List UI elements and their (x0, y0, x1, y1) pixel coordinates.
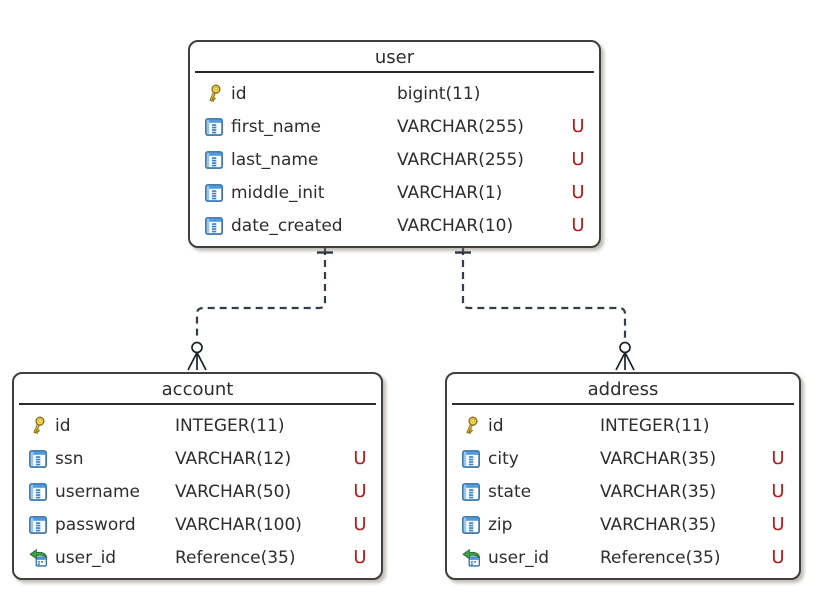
column-icon (29, 483, 55, 501)
unique-flag: U (353, 547, 367, 568)
column-name: user_id (55, 547, 117, 568)
unique-flag: U (571, 149, 585, 170)
table-row[interactable]: first_name VARCHAR(255) U (205, 110, 589, 143)
column-type: VARCHAR(255) (397, 116, 524, 137)
table-row[interactable]: id bigint(11) (205, 77, 589, 110)
column-name: state (488, 481, 532, 502)
unique-flag: U (771, 514, 785, 535)
primary-key-icon (462, 416, 488, 435)
table-row[interactable]: last_name VARCHAR(255) U (205, 143, 589, 176)
unique-flag: U (353, 448, 367, 469)
column-name: id (231, 83, 247, 104)
column-type: VARCHAR(35) (600, 448, 717, 469)
column-name: middle_init (231, 182, 325, 203)
column-type: INTEGER(11) (600, 415, 710, 436)
cardinality-zero-marker (191, 341, 203, 354)
column-name: id (55, 415, 71, 436)
cardinality-zero-marker (619, 341, 631, 354)
column-name: user_id (488, 547, 550, 568)
column-icon (205, 184, 231, 202)
column-name: last_name (231, 149, 319, 170)
column-name: ssn (55, 448, 84, 469)
title-divider (452, 403, 794, 405)
unique-flag: U (353, 481, 367, 502)
table-row[interactable]: state VARCHAR(35) U (462, 475, 789, 508)
column-name: password (55, 514, 136, 535)
table-user[interactable]: user id bigint(11) first_name VARCHAR(25… (188, 40, 601, 248)
column-type: VARCHAR(10) (397, 215, 514, 236)
title-divider (195, 71, 594, 73)
column-icon (29, 516, 55, 534)
column-name: city (488, 448, 519, 469)
column-name: username (55, 481, 140, 502)
column-name: first_name (231, 116, 321, 137)
table-title: account (161, 379, 234, 400)
column-name: date_created (231, 215, 343, 236)
table-row[interactable]: ssn VARCHAR(12) U (29, 442, 371, 475)
column-type: Reference(35) (600, 547, 721, 568)
column-type: bigint(11) (397, 83, 481, 104)
column-list: id bigint(11) first_name VARCHAR(255) U … (190, 73, 599, 242)
unique-flag: U (353, 514, 367, 535)
table-row[interactable]: middle_init VARCHAR(1) U (205, 176, 589, 209)
unique-flag: U (571, 215, 585, 236)
title-divider (19, 403, 376, 405)
column-icon (205, 217, 231, 235)
primary-key-icon (205, 84, 231, 103)
column-icon (205, 118, 231, 136)
table-account[interactable]: account id INTEGER(11) ssn VARCHAR(12) U… (12, 372, 383, 580)
primary-key-icon (29, 416, 55, 435)
unique-flag: U (571, 116, 585, 137)
column-type: VARCHAR(35) (600, 481, 717, 502)
column-icon (462, 516, 488, 534)
relationship-user-account[interactable] (187, 248, 333, 371)
column-name: id (488, 415, 504, 436)
table-row[interactable]: city VARCHAR(35) U (462, 442, 789, 475)
column-type: VARCHAR(50) (175, 481, 292, 502)
column-type: VARCHAR(12) (175, 448, 292, 469)
table-row[interactable]: username VARCHAR(50) U (29, 475, 371, 508)
table-row[interactable]: date_created VARCHAR(10) U (205, 209, 589, 242)
column-name: zip (488, 514, 513, 535)
table-row[interactable]: id INTEGER(11) (29, 409, 371, 442)
column-type: Reference(35) (175, 547, 296, 568)
table-title: user (374, 47, 415, 68)
table-row[interactable]: zip VARCHAR(35) U (462, 508, 789, 541)
column-type: VARCHAR(255) (397, 149, 524, 170)
column-type: VARCHAR(35) (600, 514, 717, 535)
column-list: id INTEGER(11) city VARCHAR(35) U state … (447, 405, 799, 574)
column-type: INTEGER(11) (175, 415, 285, 436)
column-icon (462, 483, 488, 501)
column-list: id INTEGER(11) ssn VARCHAR(12) U usernam… (14, 405, 381, 574)
unique-flag: U (771, 481, 785, 502)
column-icon (29, 450, 55, 468)
unique-flag: U (571, 182, 585, 203)
crows-foot-marker (615, 352, 635, 371)
table-row[interactable]: password VARCHAR(100) U (29, 508, 371, 541)
foreign-key-icon (29, 548, 55, 567)
column-type: VARCHAR(1) (397, 182, 503, 203)
table-row[interactable]: user_id Reference(35) U (462, 541, 789, 574)
column-icon (205, 151, 231, 169)
table-title: address (587, 379, 659, 400)
table-row[interactable]: user_id Reference(35) U (29, 541, 371, 574)
column-icon (462, 450, 488, 468)
crows-foot-marker (187, 352, 207, 371)
unique-flag: U (771, 547, 785, 568)
unique-flag: U (771, 448, 785, 469)
table-address[interactable]: address id INTEGER(11) city VARCHAR(35) … (445, 372, 801, 580)
column-type: VARCHAR(100) (175, 514, 302, 535)
relationship-user-address[interactable] (455, 248, 635, 371)
foreign-key-icon (462, 548, 488, 567)
table-row[interactable]: id INTEGER(11) (462, 409, 789, 442)
